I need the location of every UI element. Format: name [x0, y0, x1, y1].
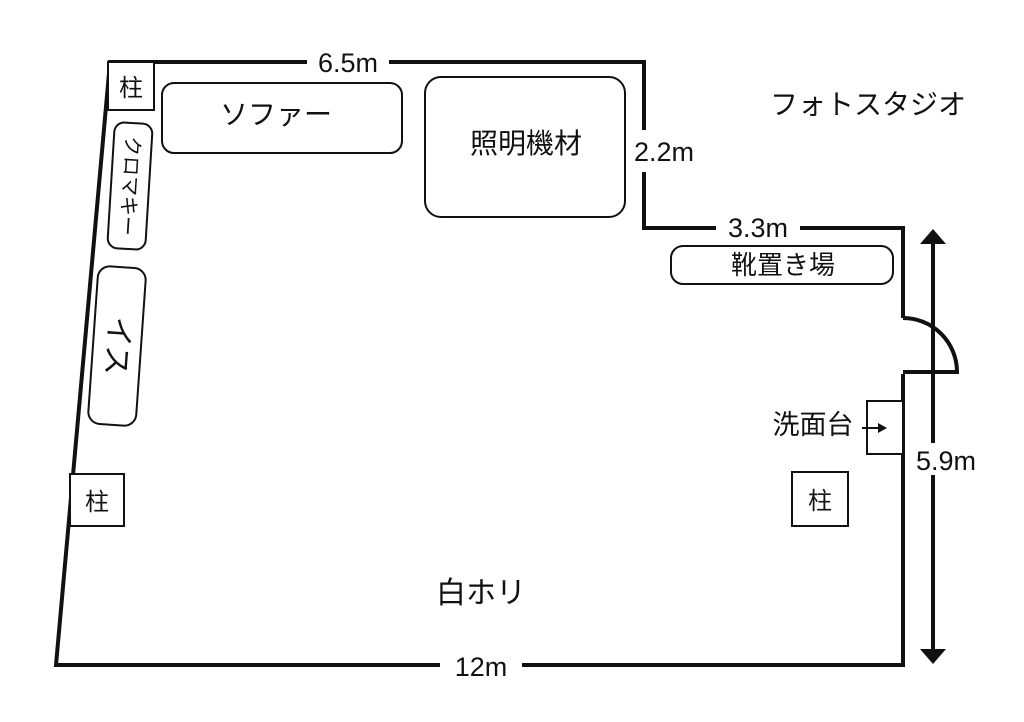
door-swing — [902, 316, 960, 374]
pillar-top-left-label: 柱 — [119, 74, 143, 102]
gap-notch-horizontal — [716, 214, 800, 240]
pillar-right-label: 柱 — [808, 487, 832, 515]
shoe-rack — [670, 245, 894, 285]
dim-right-height: 5.9m — [916, 446, 976, 476]
chroma-key: クロマキー — [106, 121, 154, 251]
gap-bottom — [440, 652, 522, 678]
dim-bottom: 12m — [455, 652, 508, 682]
dim-notch-vertical: 2.2m — [634, 137, 694, 167]
room-outline — [53, 60, 905, 667]
sofa — [161, 82, 403, 154]
gap-right-height — [912, 443, 978, 475]
pillar-top-left — [107, 61, 155, 111]
height-arrow-bottom — [920, 649, 946, 664]
washbasin-arrow-head — [878, 423, 887, 433]
chair: イス — [87, 265, 147, 427]
sofa-label: ソファー — [220, 98, 332, 131]
door-gap — [899, 318, 909, 374]
lighting-equipment — [424, 76, 626, 218]
chair-label: イス — [97, 315, 136, 376]
lighting-label: 照明機材 — [470, 127, 582, 160]
pillar-right — [791, 471, 849, 527]
dim-notch-horizontal: 3.3m — [728, 213, 788, 243]
pillar-bottom-left — [69, 473, 125, 527]
height-arrow-top — [920, 229, 946, 244]
floor-area-label: 白ホリ — [436, 576, 526, 611]
gap-top — [307, 52, 389, 72]
shoe-rack-label: 靴置き場 — [731, 251, 835, 281]
pillar-bottom-left-label: 柱 — [85, 488, 109, 516]
gap-notch-vertical — [628, 130, 700, 172]
washbasin-label: 洗面台 — [773, 410, 854, 441]
dim-top: 6.5m — [318, 48, 378, 78]
studio-name: フォトスタジオ — [770, 88, 966, 121]
